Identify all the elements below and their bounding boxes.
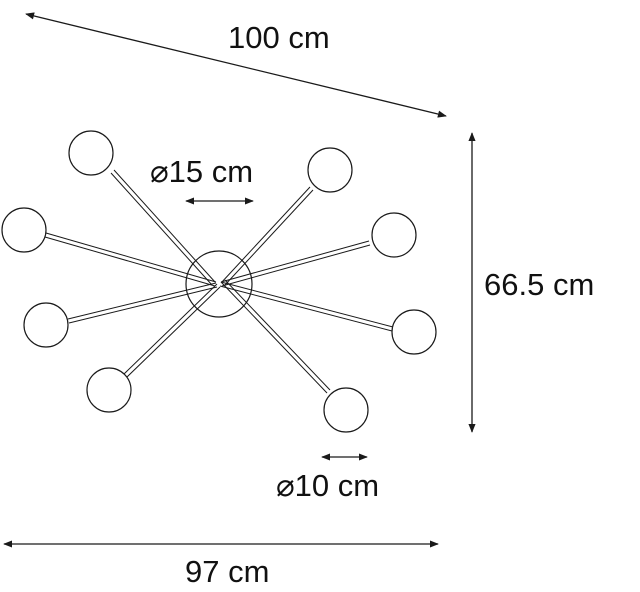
arm-lower-right [219,281,394,332]
arm-bottom-right [221,279,331,394]
arm-left [44,232,217,287]
canopy-plate [185,250,253,318]
globe-left [1,207,47,253]
diagonal-width-dimension-line [25,12,447,118]
diagonal-width-label: 100 cm [228,20,330,55]
globe-lower-left [23,302,69,348]
globe-bottom-left [86,367,132,413]
lamp-arms [44,169,394,394]
globe-diameter-label: ⌀10 cm [276,468,379,503]
canopy-diameter-label: ⌀15 cm [150,154,253,189]
globe-bottom-right [323,387,369,433]
globe-upper-right [307,147,353,193]
glass-globes [1,130,437,433]
arm-right [220,240,371,287]
arm-upper-left [110,169,216,286]
width-label: 97 cm [185,554,269,589]
globe-lower-right [391,309,437,355]
globe-upper-left [68,130,114,176]
arm-lower-left [67,282,218,324]
arm-bottom-left [123,283,221,378]
globe-right [371,212,417,258]
height-label: 66.5 cm [484,267,594,302]
arm-upper-right [220,186,314,287]
